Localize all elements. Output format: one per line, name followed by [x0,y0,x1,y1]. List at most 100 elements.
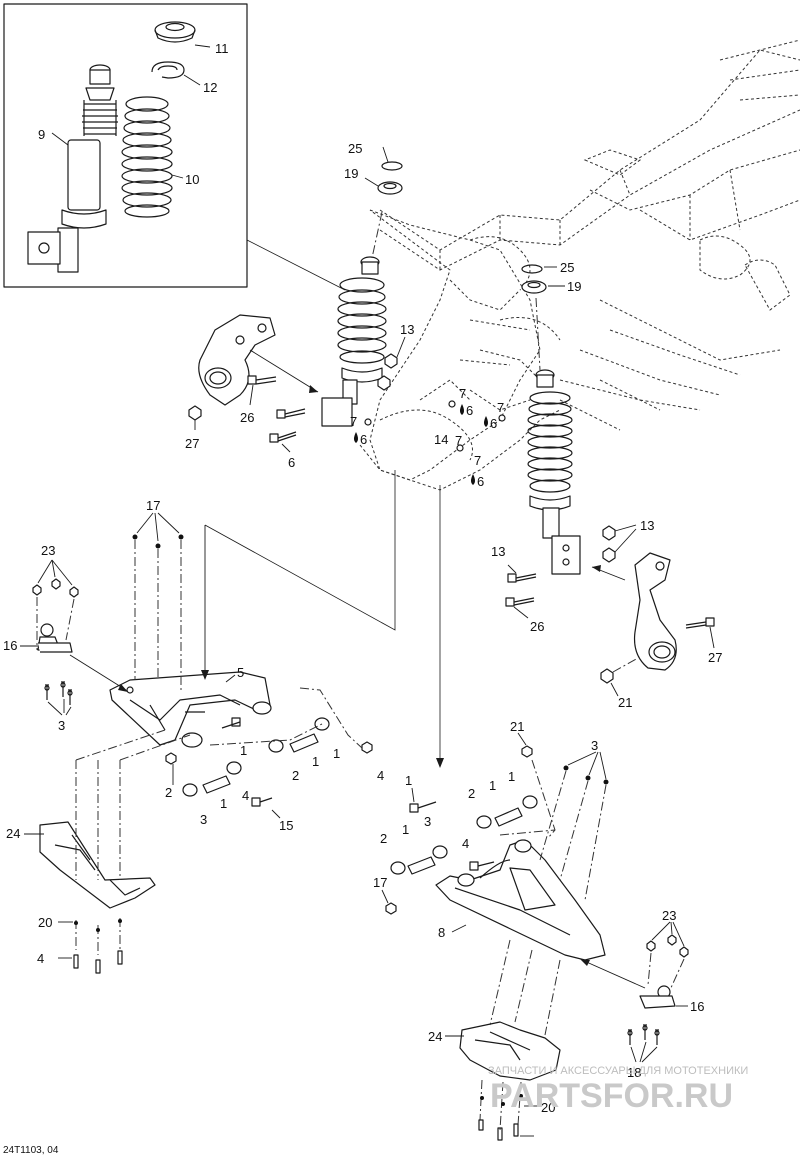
retainer-clip-part [151,61,185,79]
coil-spring-part [121,96,173,218]
shock-right-installed [527,369,581,575]
nut-27-right [600,668,614,684]
callout-1-right-c: 2 [380,831,387,846]
bolts-13-right [505,573,537,607]
bolt-26-left [247,375,277,385]
a-arm-right [435,839,606,961]
callout-24-right: 20 [541,1100,555,1115]
callout-1-right-b: 1 [508,769,515,784]
ball-joint-left [32,559,79,653]
callout-7-a: 6 [360,432,367,447]
nut-27-left [188,405,202,421]
shock-inset: 11 12 9 10 [3,3,248,288]
ball-joint-right [639,921,689,1009]
bushing-upper-left [364,146,403,195]
callout-13-left: 6 [288,455,295,470]
bolts-13-left [269,408,306,443]
callout-11: 11 [215,41,229,56]
callout-7-e: 14 [434,432,448,447]
callout-16-right: 18 [627,1065,641,1080]
fasteners-21-left [132,512,184,690]
callout-1-left-a: 2 [292,768,299,783]
watermark-tagline: ЗАПЧАСТИ И АКСЕССУАРЫ ДЛЯ МОТОТЕХНИКИ [488,1065,748,1077]
callout-21-right: 3 [591,738,598,753]
callout-1-left-c: 4 [242,788,249,803]
callout-4-right-a: 21 [510,719,524,734]
callout-26-left: 26 [240,410,254,425]
callout-5: 5 [237,665,244,680]
callout-1-left-d: 3 [200,812,207,827]
callout-15: 24 [6,826,20,841]
callout-3-left-b: 15 [279,818,293,833]
nut-14-lower [377,375,391,391]
callout-4-left-b: 2 [165,785,172,800]
nut-14-upper [384,353,398,369]
callout-4-right-b: 17 [373,875,387,890]
callout-17-right: 23 [662,908,676,923]
fasteners-21-right [539,751,609,901]
callout-2-left-b: 1 [220,796,227,811]
a-arm-left [109,671,272,748]
callout-14-right: 13 [640,518,654,533]
callout-25-right: 25 [560,260,574,275]
diagram-code: 24T1103, 04 [3,1145,59,1156]
nut-14-right-a [602,525,616,541]
callout-16-left: 3 [58,718,65,733]
bushings-left-arm [165,717,373,807]
callout-8: 8 [438,925,445,940]
callout-1-left-b: 1 [333,746,340,761]
vehicle-frame [359,39,800,491]
knuckle-right [633,552,677,671]
skid-plate-left [39,729,191,955]
bushings-right-arm [385,745,538,915]
callout-19-upper: 19 [344,166,358,181]
callout-7-c: 6 [490,416,497,431]
fasteners-24-20-left [73,919,123,974]
spring-seat-part [154,21,196,43]
callout-6-b: 7 [459,386,466,401]
callout-4-left-a: 4 [377,768,384,783]
callout-7-d: 6 [477,474,484,489]
callout-2-right-a: 1 [489,778,496,793]
knuckle-left [198,314,276,406]
callout-17-left: 23 [41,543,55,558]
skid-plate-right [459,939,561,1131]
callout-13-right-a: 13 [491,544,505,559]
callout-1-right-d: 3 [424,814,431,829]
callout-6-a: 7 [350,414,357,429]
bolt-26-right [685,617,715,629]
callout-23-right: 16 [690,999,704,1014]
nut-14-right-b [602,547,616,563]
grease-fittings [354,400,506,485]
callout-3-right-a: 1 [405,773,412,788]
bolts-16-right [627,1024,660,1063]
callout-6-e: 7 [455,433,462,448]
callout-3-left-a: 1 [240,743,247,758]
callout-12: 12 [203,80,217,95]
callout-26-right: 27 [708,650,722,665]
callout-25-upper: 25 [348,141,362,156]
callout-27-right: 21 [618,695,632,710]
callout-2-right-b: 1 [402,822,409,837]
callout-14-upper: 13 [400,322,414,337]
callout-10: 10 [185,172,199,187]
bushing-upper-right [521,264,565,294]
callout-2-left-a: 1 [312,754,319,769]
callout-6-c: 7 [497,400,504,415]
callout-1-right-a: 2 [468,786,475,801]
callout-13-right-b: 26 [530,619,544,634]
callout-6-d: 7 [474,453,481,468]
callout-19-right: 19 [567,279,581,294]
callout-23-left: 16 [3,638,17,653]
shock-left-installed [321,256,387,427]
bolts-16-left [44,681,73,716]
callout-18: 24 [428,1029,442,1044]
callout-3-right-b: 4 [462,836,469,851]
fasteners-24-20-right [478,1094,523,1141]
watermark-brand: PARTSFOR.RU [490,1077,733,1115]
callout-9: 9 [38,127,45,142]
callout-24-left: 20 [38,915,52,930]
callout-20-left: 4 [37,951,44,966]
callout-27-left: 27 [185,436,199,451]
